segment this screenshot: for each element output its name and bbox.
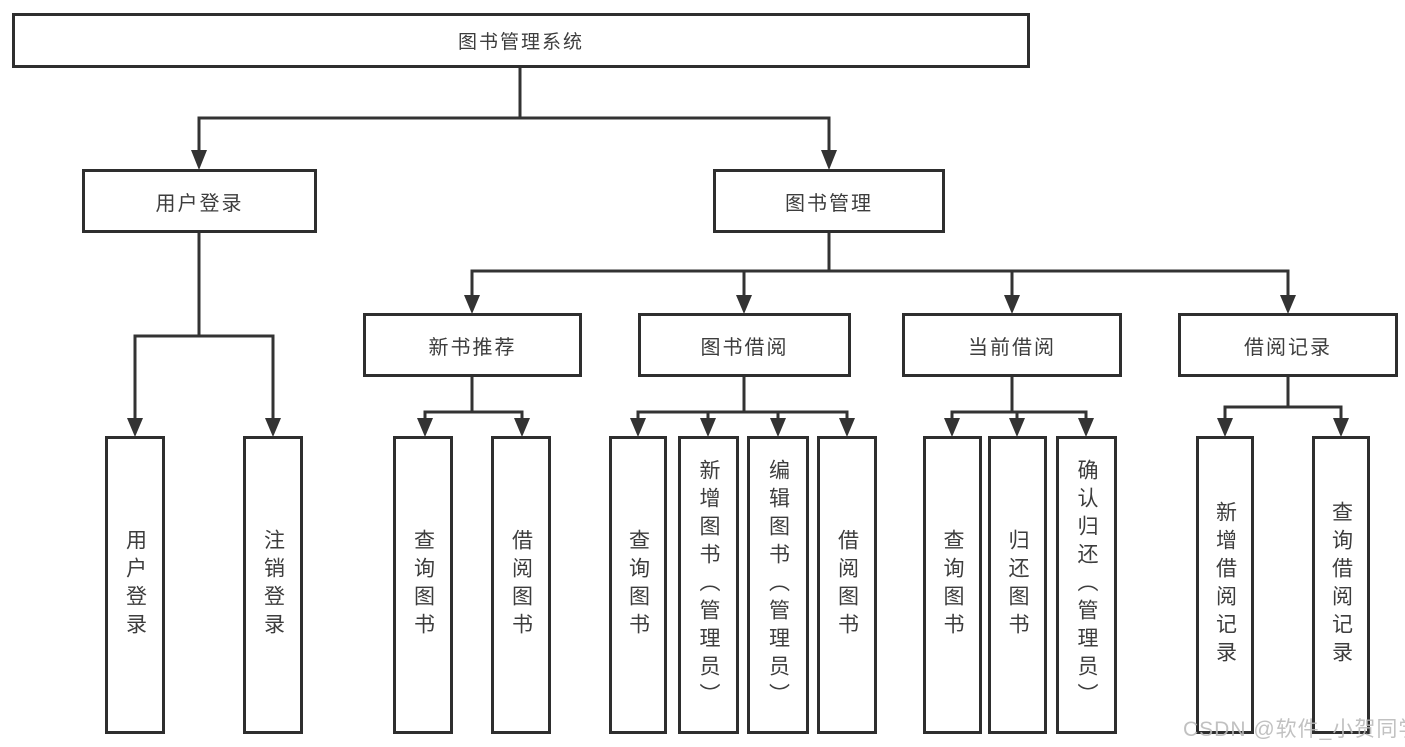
leaf-node-query-borrow-record: 查询借阅记录 [1312, 436, 1370, 734]
leaf-node-label: 借阅图书 [835, 529, 859, 641]
leaf-node-return-book: 归还图书 [988, 436, 1047, 734]
leaf-node-label: 新增借阅记录 [1213, 501, 1237, 669]
leaf-node-logout: 注销登录 [243, 436, 303, 734]
leaf-node-label: 查询图书 [626, 529, 650, 641]
root-node-label: 图书管理系统 [457, 32, 584, 53]
leaf-node-edit-book-admin: 编辑图书（管理员） [747, 436, 809, 734]
leaf-node-user-login: 用户登录 [105, 436, 165, 734]
section-node-book-borrow: 图书借阅 [638, 313, 851, 377]
leaf-node-label: 归还图书 [1006, 529, 1029, 641]
section-node-new-book-recommend: 新书推荐 [363, 313, 582, 377]
leaf-node-label: 用户登录 [123, 529, 147, 641]
leaf-node-label: 注销登录 [261, 529, 285, 641]
leaf-node-query-book-current: 查询图书 [923, 436, 982, 734]
leaf-node-add-borrow-record: 新增借阅记录 [1196, 436, 1254, 734]
section-node-label: 借阅记录 [1244, 336, 1332, 359]
leaf-node-borrow-book: 借阅图书 [817, 436, 877, 734]
section-node-label: 新书推荐 [428, 336, 517, 359]
branch-node-user-login: 用户登录 [82, 169, 317, 233]
root-node-system: 图书管理系统 [12, 13, 1030, 68]
leaf-node-label: 查询借阅记录 [1329, 501, 1353, 669]
branch-node-label: 图书管理 [785, 192, 873, 215]
leaf-node-borrow-book-recommend: 借阅图书 [491, 436, 551, 734]
branch-node-label: 用户登录 [155, 192, 244, 215]
section-node-label: 当前借阅 [968, 336, 1056, 359]
section-node-label: 图书借阅 [700, 336, 789, 359]
leaf-node-label: 查询图书 [941, 529, 964, 641]
watermark: CSDN @软件_小贺同学 [1183, 718, 1405, 741]
leaf-node-label: 新增图书（管理员） [697, 459, 720, 711]
section-node-current-borrow: 当前借阅 [902, 313, 1122, 377]
branch-node-book-management: 图书管理 [713, 169, 945, 233]
section-node-borrow-record: 借阅记录 [1178, 313, 1398, 377]
leaf-node-label: 编辑图书（管理员） [766, 459, 790, 711]
leaf-node-add-book-admin: 新增图书（管理员） [678, 436, 739, 734]
leaf-node-label: 确认归还（管理员） [1075, 459, 1098, 711]
leaf-node-query-book-borrow: 查询图书 [609, 436, 667, 734]
leaf-node-confirm-return-admin: 确认归还（管理员） [1056, 436, 1117, 734]
leaf-node-query-book-recommend: 查询图书 [393, 436, 453, 734]
leaf-node-label: 查询图书 [411, 529, 435, 641]
leaf-node-label: 借阅图书 [509, 529, 533, 641]
